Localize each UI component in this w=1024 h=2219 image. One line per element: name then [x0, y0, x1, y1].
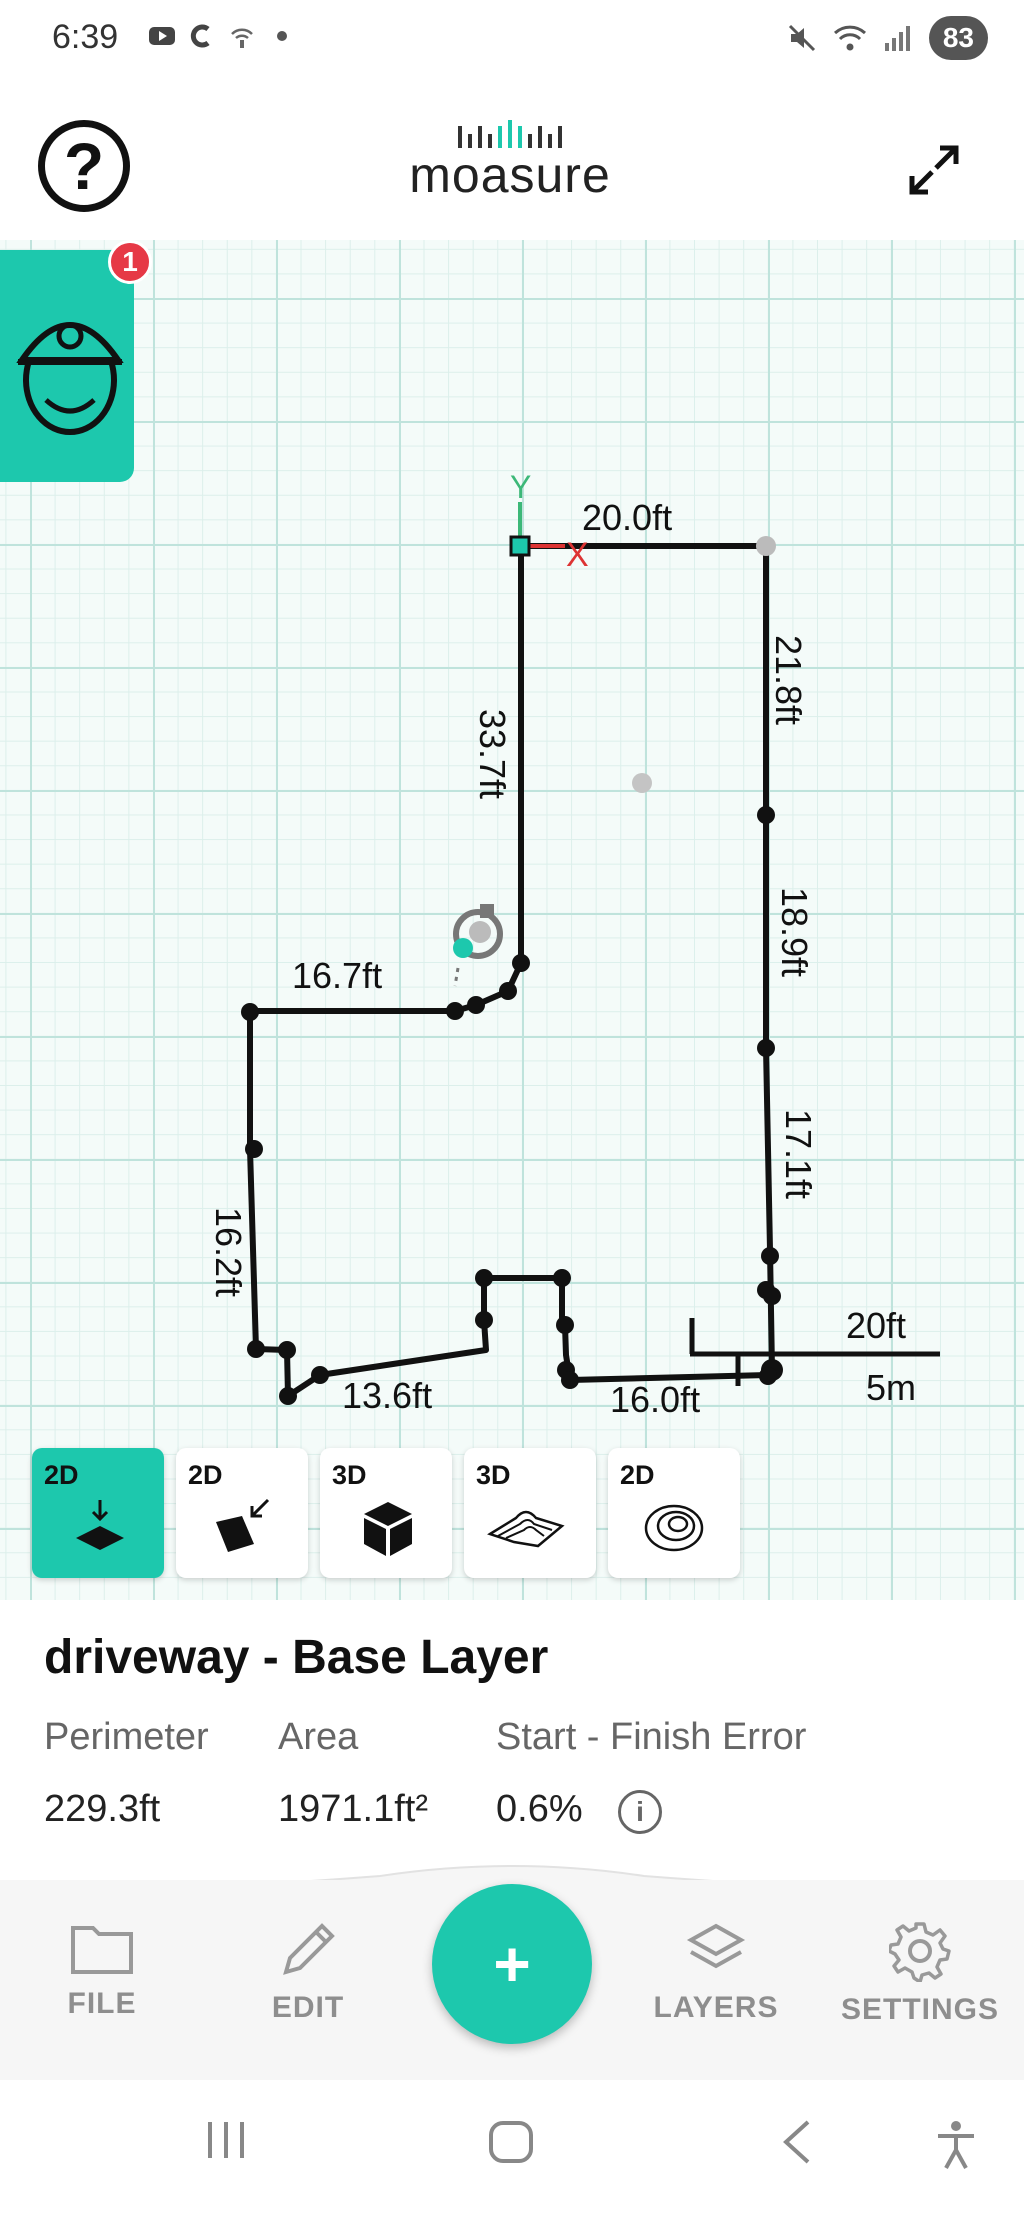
- measurement-label: 16.0ft: [610, 1379, 700, 1420]
- home-icon[interactable]: [488, 2120, 534, 2164]
- plan-view-icon: [76, 1500, 124, 1550]
- nav-layers-label: LAYERS: [653, 1991, 779, 2024]
- status-time: 6:39: [52, 18, 119, 56]
- scale-bar: 20ft 5m: [689, 1305, 940, 1408]
- axis-x-label: X: [566, 536, 589, 574]
- view-2d-plan-button[interactable]: 2D: [32, 1448, 164, 1578]
- scale-feet-label: 20ft: [846, 1305, 906, 1346]
- pencil-icon: [283, 1923, 335, 1975]
- wifi-icon: [833, 25, 866, 51]
- area-value: 1971.1ft²: [278, 1788, 428, 1830]
- user-profile-tab[interactable]: [0, 250, 134, 482]
- app-header: ? moasure: [0, 90, 1024, 240]
- nav-file[interactable]: FILE: [22, 1920, 182, 2021]
- hotspot-icon: [231, 28, 253, 48]
- measurement-label: 18.9ft: [774, 887, 815, 977]
- view-2d-contour-button[interactable]: 2D: [608, 1448, 740, 1578]
- finish-point-grey: [756, 536, 776, 556]
- measurement-label: 16.7ft: [292, 955, 382, 996]
- measurement-label: 16.2ft: [208, 1207, 249, 1297]
- accessibility-icon[interactable]: [934, 2120, 978, 2170]
- view-3d-terrain-button[interactable]: 3D: [464, 1448, 596, 1578]
- youtube-icon: [149, 27, 175, 45]
- axis-y-label: Y: [510, 469, 531, 505]
- measurement-label: 17.1ft: [778, 1109, 819, 1199]
- measurement-label: 33.7ft: [472, 709, 513, 799]
- scale-meters-label: 5m: [866, 1367, 916, 1408]
- folder-icon: [71, 1926, 133, 1974]
- expand-icon[interactable]: [904, 140, 964, 200]
- position-cursor: [453, 904, 503, 987]
- add-measurement-button[interactable]: +: [432, 1884, 592, 2044]
- logo-ruler-icon: [400, 118, 620, 148]
- nav-file-label: FILE: [67, 1987, 137, 2020]
- nav-edit[interactable]: EDIT: [228, 1920, 388, 2025]
- view-mode-bar: 2D 2D 3D 3D 2D: [32, 1448, 740, 1578]
- area-label: Area: [278, 1716, 359, 1758]
- question-icon: ?: [63, 129, 105, 203]
- help-button[interactable]: ?: [38, 120, 130, 212]
- perimeter-label: Perimeter: [44, 1716, 209, 1758]
- angled-view-icon: [216, 1498, 270, 1552]
- layer-title: driveway - Base Layer: [44, 1631, 549, 1684]
- measurement-label: 20.0ft: [582, 497, 672, 538]
- dot-icon: [277, 31, 287, 41]
- measurement-label: 13.6ft: [342, 1375, 432, 1416]
- recent-apps-icon[interactable]: [204, 2120, 248, 2160]
- vertex-points: [241, 806, 783, 1405]
- info-icon[interactable]: i: [618, 1790, 662, 1834]
- error-label: Start - Finish Error: [496, 1716, 807, 1758]
- nav-layers[interactable]: LAYERS: [636, 1920, 796, 2025]
- signal-icon: [884, 26, 910, 51]
- view-3d-cube-button[interactable]: 3D: [320, 1448, 452, 1578]
- cube-icon: [364, 1502, 412, 1556]
- notification-badge: 1: [108, 240, 152, 284]
- measurement-map[interactable]: 1 Y X 20.0ft 2: [0, 240, 1024, 1600]
- status-bar: 6:39 83: [0, 0, 1024, 80]
- nav-settings-label: SETTINGS: [840, 1993, 999, 2026]
- origin-point: [509, 535, 531, 557]
- mute-icon: [788, 24, 815, 52]
- layer-info-panel: driveway - Base Layer Perimeter Area Sta…: [0, 1600, 1024, 1900]
- layers-icon: [686, 1923, 746, 1969]
- view-2d-angled-button[interactable]: 2D: [176, 1448, 308, 1578]
- app-logo: moasure: [400, 118, 620, 218]
- contour-icon: [644, 1504, 704, 1552]
- system-nav: [0, 2080, 1024, 2219]
- measurement-drawing: Y X 20.0ft 21.8ft 18.9ft 17.1ft 33.7ft 1…: [208, 469, 940, 1420]
- back-icon[interactable]: [780, 2120, 812, 2164]
- worker-cap-icon: [16, 322, 124, 435]
- nav-edit-label: EDIT: [271, 1991, 345, 2024]
- nav-settings[interactable]: SETTINGS: [840, 1920, 1000, 2027]
- battery-indicator: 83: [928, 16, 988, 60]
- app-c-icon: [190, 24, 210, 48]
- gear-icon: [887, 1922, 951, 1984]
- perimeter-value: 229.3ft: [44, 1788, 161, 1830]
- logo-text: moasure: [409, 147, 611, 203]
- measurement-label: 21.8ft: [768, 635, 809, 725]
- centroid-point: [632, 773, 652, 793]
- error-value: 0.6%: [496, 1788, 583, 1830]
- terrain-icon: [487, 1510, 565, 1548]
